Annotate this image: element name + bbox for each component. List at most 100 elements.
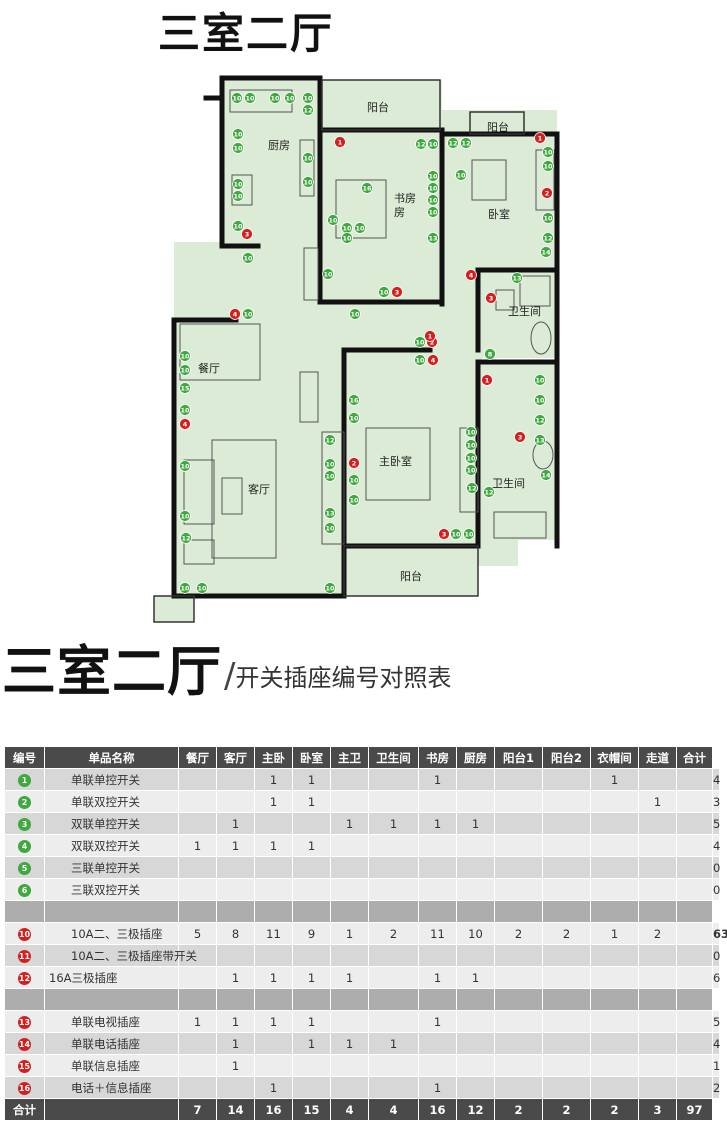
marker-10: 10	[465, 426, 477, 438]
svg-text:10: 10	[232, 95, 242, 103]
marker-2: 2	[348, 457, 360, 469]
total-cell: 16	[254, 1098, 293, 1121]
total-cell: 16	[418, 1098, 457, 1121]
count-cell	[638, 834, 677, 857]
balcony-rails	[153, 79, 525, 623]
count-cell	[418, 878, 457, 901]
count-cell	[456, 1076, 495, 1099]
svg-text:10: 10	[349, 497, 359, 505]
svg-text:13: 13	[428, 235, 437, 243]
marker-10: 10	[378, 286, 390, 298]
count-cell	[456, 856, 495, 879]
row-number: 1	[4, 768, 45, 791]
marker-10: 10	[542, 146, 554, 158]
header-cell: 阳台1	[494, 746, 543, 769]
svg-text:10: 10	[456, 172, 466, 180]
item-name: 单联双控开关	[44, 790, 179, 813]
svg-text:10: 10	[415, 339, 425, 347]
count-cell	[254, 1054, 293, 1077]
count-cell	[456, 834, 495, 857]
header-cell: 卧室	[292, 746, 331, 769]
marker-10: 10	[232, 128, 244, 140]
row-number: 5	[4, 856, 45, 879]
blank-cell	[368, 900, 419, 923]
total-cell: 2	[542, 1098, 591, 1121]
label-study-line2: 房	[394, 206, 405, 219]
count-cell	[178, 768, 217, 791]
marker-10: 10	[341, 222, 353, 234]
count-cell	[456, 1032, 495, 1055]
total-cell: 4	[330, 1098, 369, 1121]
count-cell	[418, 856, 457, 879]
svg-text:10: 10	[379, 289, 389, 297]
blank-cell	[542, 900, 591, 923]
number-badge: 15	[18, 1060, 31, 1073]
count-cell	[676, 1054, 713, 1077]
count-cell: 1	[456, 812, 495, 835]
blank-cell	[44, 988, 179, 1011]
floor-plan: 厨房 阳台 阳台 书房 房 卧室 卫生间 餐厅 客厅 主卧室 卫生间 阳台 10…	[153, 75, 560, 623]
count-cell	[542, 856, 591, 879]
count-cell	[178, 966, 217, 989]
svg-text:4: 4	[183, 421, 188, 429]
table-title-slash: /	[224, 656, 236, 696]
count-cell	[254, 1032, 293, 1055]
item-name: 电话＋信息插座	[44, 1076, 179, 1099]
marker-10: 10	[341, 232, 353, 244]
blank-cell	[494, 988, 543, 1011]
row-number: 15	[4, 1054, 45, 1077]
count-cell	[676, 812, 713, 835]
marker-10: 10	[232, 178, 244, 190]
blank-cell	[418, 988, 457, 1011]
svg-text:3: 3	[442, 531, 447, 539]
count-cell	[494, 1010, 543, 1033]
count-cell	[590, 1054, 639, 1077]
header-cell: 阳台2	[542, 746, 591, 769]
marker-1: 1	[534, 132, 546, 144]
marker-12: 12	[180, 532, 192, 544]
marker-2: 2	[541, 187, 553, 199]
svg-text:10: 10	[325, 473, 335, 481]
blank-cell	[590, 900, 639, 923]
count-cell	[368, 878, 419, 901]
marker-10: 10	[534, 394, 546, 406]
blank-cell	[216, 900, 255, 923]
count-cell	[216, 944, 255, 967]
count-cell	[590, 878, 639, 901]
svg-text:10: 10	[428, 209, 438, 217]
svg-text:12: 12	[484, 489, 493, 497]
count-cell	[254, 856, 293, 879]
row-number: 14	[4, 1032, 45, 1055]
item-name: 10A二、三极插座	[44, 922, 179, 945]
row-total: 6	[712, 966, 720, 989]
count-cell: 1	[292, 768, 331, 791]
svg-text:12: 12	[181, 535, 190, 543]
marker-14: 14	[540, 469, 552, 481]
row-number: 12	[4, 966, 45, 989]
count-cell: 2	[542, 922, 591, 945]
count-cell	[292, 856, 331, 879]
label-balcony-bottom: 阳台	[400, 569, 422, 583]
row-number: 6	[4, 878, 45, 901]
count-cell: 1	[590, 922, 639, 945]
count-cell	[494, 1054, 543, 1077]
count-cell	[676, 768, 713, 791]
marker-12: 12	[302, 104, 314, 116]
marker-10: 10	[354, 222, 366, 234]
marker-14: 14	[540, 246, 552, 258]
count-cell	[368, 790, 419, 813]
count-cell: 1	[368, 1032, 419, 1055]
count-cell: 1	[254, 790, 293, 813]
number-badge: 1	[18, 774, 31, 787]
blank-cell	[330, 988, 369, 1011]
marker-10: 10	[179, 510, 191, 522]
marker-13: 13	[324, 507, 336, 519]
